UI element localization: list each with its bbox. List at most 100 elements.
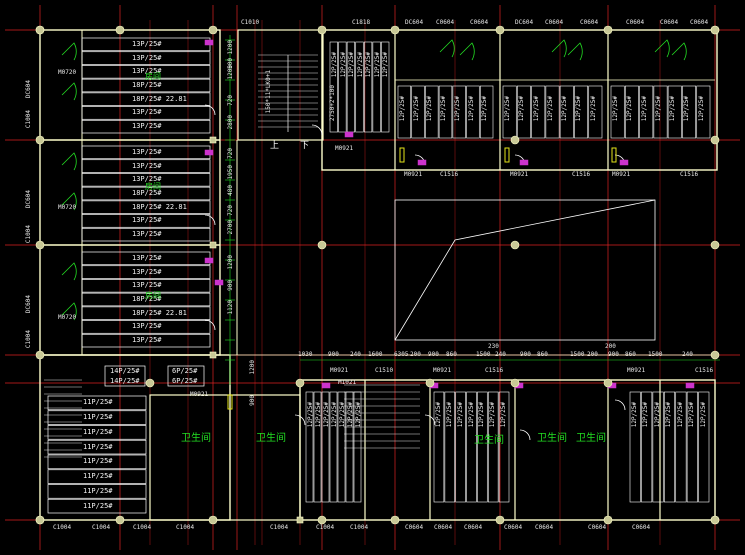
axis-marker: [317, 25, 327, 35]
axis-marker: [495, 25, 505, 35]
axis-marker: [35, 240, 45, 250]
axis-marker: [317, 240, 327, 250]
axis-marker: [710, 350, 720, 360]
door-tag: M0921: [330, 367, 349, 374]
dimension-text: 1030: [298, 351, 313, 358]
bunk-bed: [305, 391, 314, 503]
bunk-label: 12P/25#: [315, 402, 322, 428]
axis-marker: [35, 515, 45, 525]
bunk-label: 12P/25#: [356, 52, 364, 78]
door-swing: [61, 152, 77, 171]
bunk-label: 12P/25#: [426, 96, 434, 122]
dimension-text: 240: [682, 351, 693, 358]
bunk-label: 12P/25#: [640, 96, 648, 122]
dimension-text: 1950: [227, 165, 234, 180]
bunk-label: 12P/25#: [546, 96, 554, 122]
bunk-label: 13P/25#: [132, 253, 162, 262]
door-tag: M0921: [190, 391, 209, 398]
bunk-bed: [329, 391, 338, 503]
door-swing: [459, 42, 475, 61]
bunk-bed: [329, 41, 338, 133]
bunk-label: 12P/25#: [440, 96, 448, 122]
door-swing: [551, 39, 567, 58]
stair-down-label: 下: [300, 141, 310, 151]
window-tag: C0604: [660, 19, 679, 26]
bunk-label: 13P/25#: [132, 322, 162, 331]
bunk-label: 12P/25#: [631, 402, 638, 428]
axis-marker: [495, 515, 505, 525]
bunk-label: 12P/25#: [412, 96, 420, 122]
window-tag: C1516: [680, 171, 699, 178]
toilet-block-outline: [149, 394, 301, 521]
bunk-label: 11P/25#: [83, 501, 113, 510]
dimension-text: 1500: [570, 351, 585, 358]
bunk-bed: [381, 41, 390, 133]
dimension-text: 200: [587, 351, 598, 358]
bunk-label: 18P/25# 22.81: [132, 202, 187, 211]
dimension-text: 480: [227, 185, 234, 196]
door-swing: [204, 104, 216, 116]
dimension-text: 900: [249, 395, 256, 406]
bunk-label: 12P/25#: [688, 402, 696, 428]
bunk-label: 14P/25#: [110, 377, 140, 385]
bunk-bed: [479, 85, 494, 139]
bunk-bed: [372, 41, 381, 133]
bunk-label: 12P/25#: [489, 402, 497, 428]
bunk-label: 12P/25#: [676, 402, 684, 428]
dimension-text: 200: [605, 343, 616, 350]
bunk-bed: [47, 484, 147, 499]
bunk-label: 13P/25#: [132, 216, 162, 225]
window-tag: C0604: [535, 524, 554, 531]
axis-marker: [208, 25, 218, 35]
door-swing: [204, 214, 216, 226]
axis-marker: [603, 515, 613, 525]
door-swing: [204, 319, 216, 331]
door-swing: [61, 302, 77, 321]
door-swing: [671, 42, 687, 61]
window-tag: C1004: [316, 524, 335, 531]
bunk-bed: [444, 391, 456, 503]
bunk-bed: [502, 85, 517, 139]
door-swing: [519, 429, 531, 441]
axis-marker: [35, 25, 45, 35]
bunk-label: 11P/25#: [83, 486, 113, 495]
bunk-bed: [81, 265, 211, 279]
bunk-label: 13P/25#: [132, 108, 162, 117]
bunk-label: 11P/25#: [83, 398, 113, 407]
dimension-text: 2750+2*100: [329, 85, 336, 122]
axis-marker: [510, 135, 520, 145]
bunk-label: 11P/25#: [83, 413, 113, 422]
axis-marker: [510, 378, 520, 388]
bunk-bed: [81, 106, 211, 120]
bunk-bed: [47, 410, 147, 425]
dimension-text: 1200: [227, 65, 234, 80]
bunk-label: 12P/25#: [532, 96, 540, 122]
bunk-bed: [81, 119, 211, 134]
axis-marker: [390, 515, 400, 525]
bunk-bed: [438, 85, 453, 139]
bunk-label: 12P/25#: [456, 402, 464, 428]
bunk-bed: [81, 214, 211, 228]
axis-marker: [390, 25, 400, 35]
dimension-text: 2700: [227, 220, 234, 235]
bunk-bed: [321, 391, 330, 503]
bunk-bed: [629, 391, 641, 503]
dimension-text: 1500: [648, 351, 663, 358]
dimension-text: 860: [625, 351, 636, 358]
axis-marker: [603, 378, 613, 388]
bunk-bed: [675, 391, 687, 503]
dimension-text: 900: [227, 280, 234, 291]
bunk-label: 12P/25#: [642, 402, 650, 428]
dimension-text: 1200: [227, 40, 234, 55]
room-label: 房间: [145, 72, 161, 81]
bunk-bed: [81, 320, 211, 334]
dimension-text: 150*11*LK0+1: [265, 70, 272, 114]
bunk-label: 18P/25# 22.81: [132, 308, 187, 317]
window-marker: [321, 382, 331, 389]
bunk-bed: [81, 78, 211, 93]
bunk-label: 18P/25#: [132, 295, 162, 303]
axis-marker: [710, 515, 720, 525]
dimension-text: 240: [350, 351, 361, 358]
dimension-text: 860: [446, 351, 457, 358]
